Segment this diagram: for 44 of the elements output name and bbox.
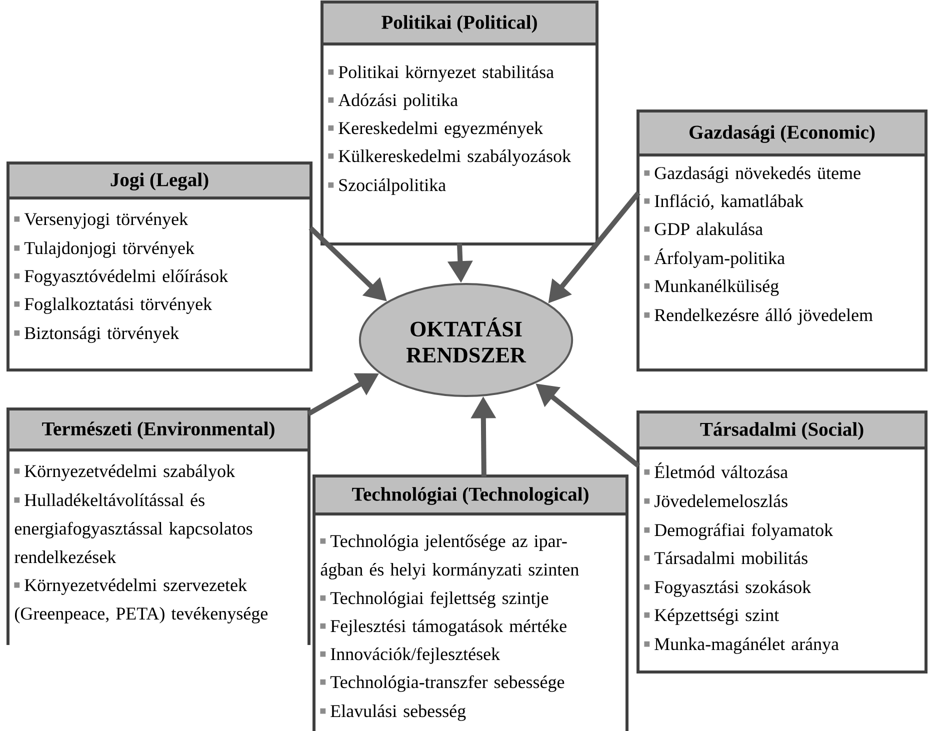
factor-box bbox=[312, 474, 628, 731]
bullet-item: Külkereskedelmi szabályozások bbox=[328, 150, 572, 166]
bullet-item: Fejlesztési támogatások mértéke bbox=[320, 620, 566, 636]
factor-box bbox=[636, 410, 928, 674]
bullet-item: Elavulási sebesség bbox=[320, 704, 466, 721]
bullet-item: Hulladékeltávolítással és energiafogyasztással kapcsolatos rendelkezések bbox=[14, 494, 252, 564]
heading-band: Természeti (Environmental) bbox=[8, 410, 309, 452]
heading-band: Technológiai (Technological) bbox=[314, 478, 627, 516]
bullet-item: Munkanélküliség bbox=[644, 280, 779, 296]
bullet-item: Politikai környezet stabilitása bbox=[328, 65, 554, 82]
factor-box bbox=[6, 408, 310, 645]
bullet-item: Kereskedelmi egyezmények bbox=[328, 121, 544, 138]
bullet-item: Fogyasztási szokások bbox=[644, 580, 812, 597]
bullet-item: Versenyjogi törvények bbox=[14, 212, 188, 229]
bullet-item: Tulajdonjogi törvények bbox=[14, 242, 194, 258]
bullet-item: Infláció, kamatlábak bbox=[644, 194, 804, 210]
factor-box bbox=[636, 110, 928, 372]
heading-band: Gazdasági (Economic) bbox=[638, 112, 926, 156]
bullet-item: Képzettségi szint bbox=[644, 608, 779, 625]
bullet-item: Környezetvédelmi szabályok bbox=[14, 464, 236, 481]
bullet-item: Rendelkezésre álló jövedelem bbox=[644, 308, 873, 325]
bullet-item: Technológiai fejlettség szintje bbox=[320, 591, 548, 608]
bullet-item: GDP alakulása bbox=[644, 222, 763, 236]
bullet-item: Környezetvédelmi szervezetek (Greenpeace, PETA) tevékenysége bbox=[14, 578, 268, 624]
bullet-item: Foglalkoztatási törvények bbox=[14, 298, 212, 314]
factor-box bbox=[6, 162, 312, 372]
heading-band: Politikai (Political) bbox=[322, 4, 597, 46]
bullet-item: Innovációk/fejlesztések bbox=[320, 647, 500, 664]
bullet-item: Technológia-transzfer sebessége bbox=[320, 675, 564, 692]
bullet-item: Technológia jelentősége az ipar-ágban és helyi kormányzati szinten bbox=[320, 534, 579, 580]
bullet-item: Szociálpolitika bbox=[328, 178, 446, 195]
bullet-item: Munka-magánélet aránya bbox=[644, 638, 839, 654]
bullet-item: Jövedelemeloszlás bbox=[644, 494, 788, 508]
heading-band: Társadalmi (Social) bbox=[638, 414, 926, 450]
bullet-item: Demográfiai folyamatok bbox=[644, 523, 834, 540]
bullet-item: Adózási politika bbox=[328, 93, 458, 110]
bullet-item: Árfolyam-politika bbox=[644, 248, 785, 268]
bullet-item: Biztonsági törvények bbox=[14, 326, 180, 343]
heading-band: Jogi (Legal) bbox=[8, 164, 311, 200]
factor-box bbox=[320, 0, 598, 246]
bullet-item: Gazdasági növekedés üteme bbox=[644, 166, 860, 183]
bullet-item: Társadalmi mobilitás bbox=[644, 552, 808, 564]
bullet-item: Fogyasztóvédelmi előírások bbox=[14, 270, 228, 286]
bullet-item: Életmód változása bbox=[644, 462, 788, 478]
